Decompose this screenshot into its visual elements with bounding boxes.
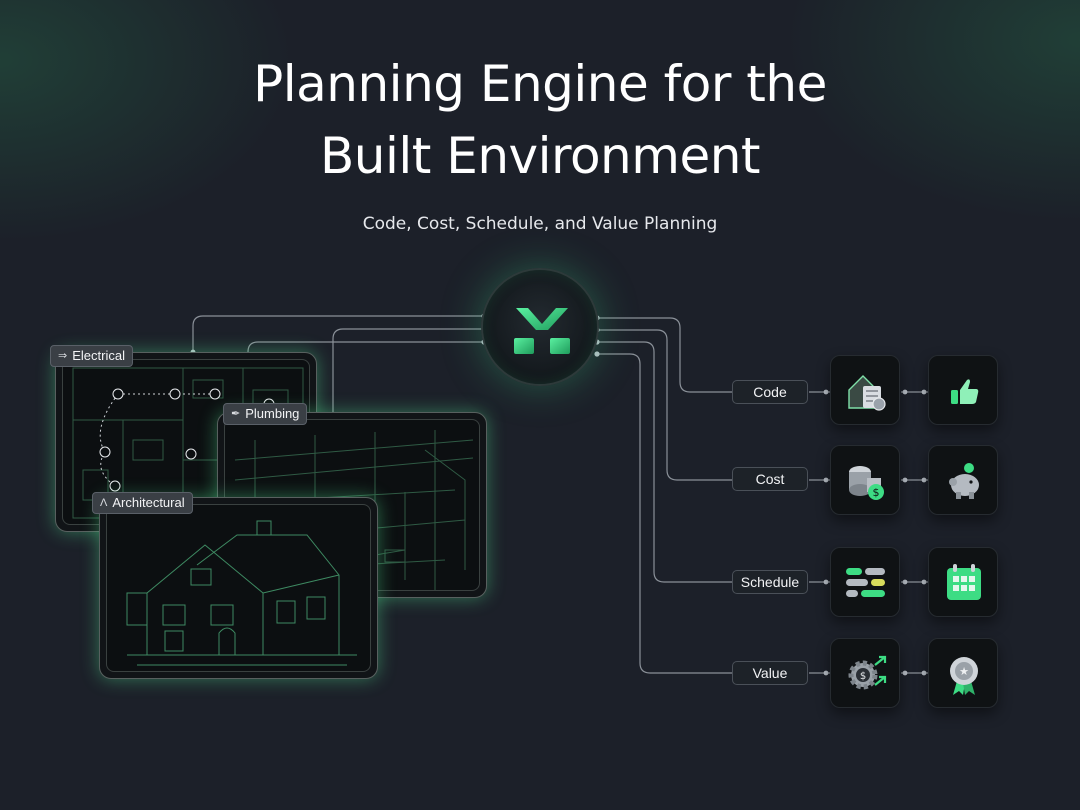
architectural-label: Architectural (112, 495, 185, 510)
wire-plumbing (247, 341, 484, 497)
svg-text:$: $ (860, 671, 866, 682)
hero: Planning Engine for the Built Environmen… (0, 48, 1080, 234)
cost-money-tile[interactable]: $ (830, 445, 900, 515)
plumbing-icon: ✒ (231, 408, 241, 420)
schedule-calendar-tile[interactable] (928, 547, 998, 617)
output-label-schedule[interactable]: Schedule (732, 570, 808, 594)
output-label-cost[interactable]: Cost (732, 467, 808, 491)
schedule-bars-tile[interactable] (830, 547, 900, 617)
calendar-icon (947, 564, 981, 600)
output-label-value[interactable]: Value (732, 661, 808, 685)
wire-code (597, 317, 733, 393)
cost-savings-tile[interactable] (928, 445, 998, 515)
electrical-icon: ⇒ (58, 350, 68, 362)
page-title-line-2: Built Environment (319, 127, 761, 185)
planning-engine-hub[interactable] (481, 268, 599, 386)
piggy-bank-icon (949, 463, 979, 499)
output-label-code[interactable]: Code (732, 380, 808, 404)
wire-architectural (332, 328, 484, 430)
gear-dollar-icon: $ (848, 655, 887, 690)
value-award-tile[interactable]: ★ (928, 638, 998, 708)
architectural-tag: Λ Architectural (92, 492, 193, 514)
award-badge-icon: ★ (950, 657, 978, 695)
value-gear-tile[interactable]: $ (830, 638, 900, 708)
electrical-label: Electrical (72, 348, 125, 363)
wire-cost (597, 329, 733, 481)
architectural-drawing (106, 504, 371, 672)
compass-icon: Λ (100, 497, 108, 509)
architectural-plan-card[interactable] (99, 497, 378, 679)
wire-electrical (192, 315, 484, 352)
page-subtitle: Code, Cost, Schedule, and Value Planning (362, 214, 718, 234)
thumbs-up-icon (951, 379, 979, 404)
code-permit-tile[interactable] (830, 355, 900, 425)
wire-schedule (597, 341, 733, 583)
house-elevation-icon (126, 520, 357, 666)
schedule-bars-icon (846, 568, 885, 597)
logo-icon (514, 308, 570, 354)
electrical-tag: ⇒ Electrical (50, 345, 133, 367)
money-roll-icon: $ (849, 466, 884, 500)
plumbing-label: Plumbing (245, 406, 300, 421)
svg-text:$: $ (873, 486, 880, 499)
plumbing-tag: ✒ Plumbing (223, 403, 308, 425)
page-title: Planning Engine for the Built Environmen… (0, 48, 1080, 192)
wire-value (597, 353, 733, 674)
code-approval-tile[interactable] (928, 355, 998, 425)
building-permit-icon (848, 375, 886, 411)
page-title-line-1: Planning Engine for the (253, 55, 827, 113)
svg-text:★: ★ (959, 665, 969, 678)
